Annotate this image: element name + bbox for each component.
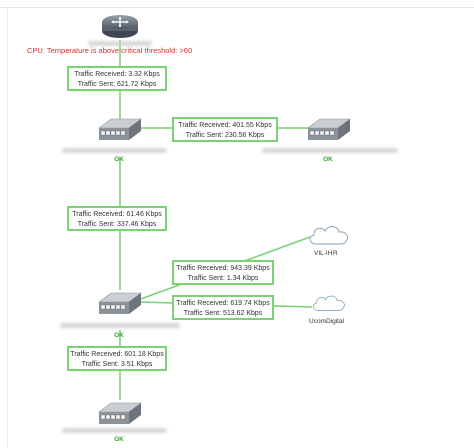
router-node[interactable] <box>100 10 140 40</box>
traffic-sent-label: Traffic Sent: <box>187 275 225 282</box>
traffic-sent-label: Traffic Sent: <box>77 221 116 228</box>
traffic-sent-label: Traffic Sent: <box>81 361 119 368</box>
cloud-node-2[interactable] <box>310 292 348 314</box>
cpu-temperature-alert[interactable]: CPU: Temperature is above critical thres… <box>27 46 193 55</box>
traffic-sent-value: 621.72 Kbps <box>117 81 157 88</box>
traffic-received-value: 601.18 Kbps <box>124 351 164 358</box>
switch-node-2[interactable] <box>306 116 352 144</box>
traffic-received-label: Traffic Received: <box>176 300 229 307</box>
cloud-1-name: VIL-ІНЯ <box>314 250 338 257</box>
switch-1-status: OK <box>114 156 124 163</box>
router-icon <box>102 15 138 38</box>
traffic-received-value: 943.39 Kbps <box>230 265 270 272</box>
cloud-2-name: UcomDigital <box>309 318 345 325</box>
traffic-box-switch3-cloud2[interactable]: Traffic Received: 619.74 Kbps Traffic Se… <box>172 295 274 320</box>
cloud-icon <box>312 295 345 311</box>
traffic-box-router-switch1[interactable]: Traffic Received: 3.32 Kbps Traffic Sent… <box>67 66 167 91</box>
traffic-sent-value: 1.34 Kbps <box>226 275 259 282</box>
traffic-box-switch1-switch2[interactable]: Traffic Received: 401.55 Kbps Traffic Se… <box>172 117 278 142</box>
switch-3-status: OK <box>114 332 124 339</box>
router-hostname-blurred <box>88 41 152 46</box>
switch-icon <box>98 402 142 424</box>
traffic-sent-label: Traffic Sent: <box>183 310 222 317</box>
switch-4-hostname-blurred <box>62 428 167 433</box>
traffic-received-label: Traffic Received: <box>74 71 127 78</box>
traffic-sent-value: 337.46 Kbps <box>117 221 157 228</box>
cloud-icon <box>309 226 349 245</box>
traffic-box-switch3-switch4[interactable]: Traffic Received: 601.18 Kbps Traffic Se… <box>67 346 167 371</box>
traffic-sent-value: 230.56 Kbps <box>225 132 265 139</box>
switch-4-status: OK <box>114 436 124 443</box>
traffic-sent-value: 513.62 Kbps <box>223 310 263 317</box>
traffic-sent-label: Traffic Sent: <box>185 132 224 139</box>
switch-icon <box>307 118 351 140</box>
traffic-received-value: 61.46 Kbps <box>126 211 162 218</box>
cloud-node-1[interactable] <box>306 222 352 248</box>
switch-1-hostname-blurred <box>62 148 167 153</box>
page-top-border <box>0 7 474 8</box>
traffic-received-value: 401.55 Kbps <box>232 122 272 129</box>
switch-icon <box>98 118 142 140</box>
switch-2-hostname-blurred <box>262 148 398 153</box>
switch-icon <box>98 292 142 314</box>
traffic-sent-label: Traffic Sent: <box>77 81 116 88</box>
traffic-received-label: Traffic Received: <box>176 265 229 272</box>
traffic-box-switch1-switch3[interactable]: Traffic Received: 61.46 Kbps Traffic Sen… <box>67 206 167 231</box>
traffic-received-label: Traffic Received: <box>72 211 125 218</box>
switch-2-status: OK <box>323 156 333 163</box>
page-left-border <box>7 8 8 448</box>
traffic-received-label: Traffic Received: <box>70 351 123 358</box>
switch-node-1[interactable] <box>97 116 143 144</box>
traffic-received-value: 619.74 Kbps <box>230 300 270 307</box>
switch-node-4[interactable] <box>97 400 143 428</box>
traffic-sent-value: 3.51 Kbps <box>120 361 153 368</box>
switch-node-3[interactable] <box>97 290 143 318</box>
traffic-received-value: 3.32 Kbps <box>128 71 160 78</box>
switch-3-hostname-blurred <box>60 323 180 328</box>
traffic-box-switch3-cloud1[interactable]: Traffic Received: 943.39 Kbps Traffic Se… <box>172 260 274 285</box>
traffic-received-label: Traffic Received: <box>178 122 231 129</box>
